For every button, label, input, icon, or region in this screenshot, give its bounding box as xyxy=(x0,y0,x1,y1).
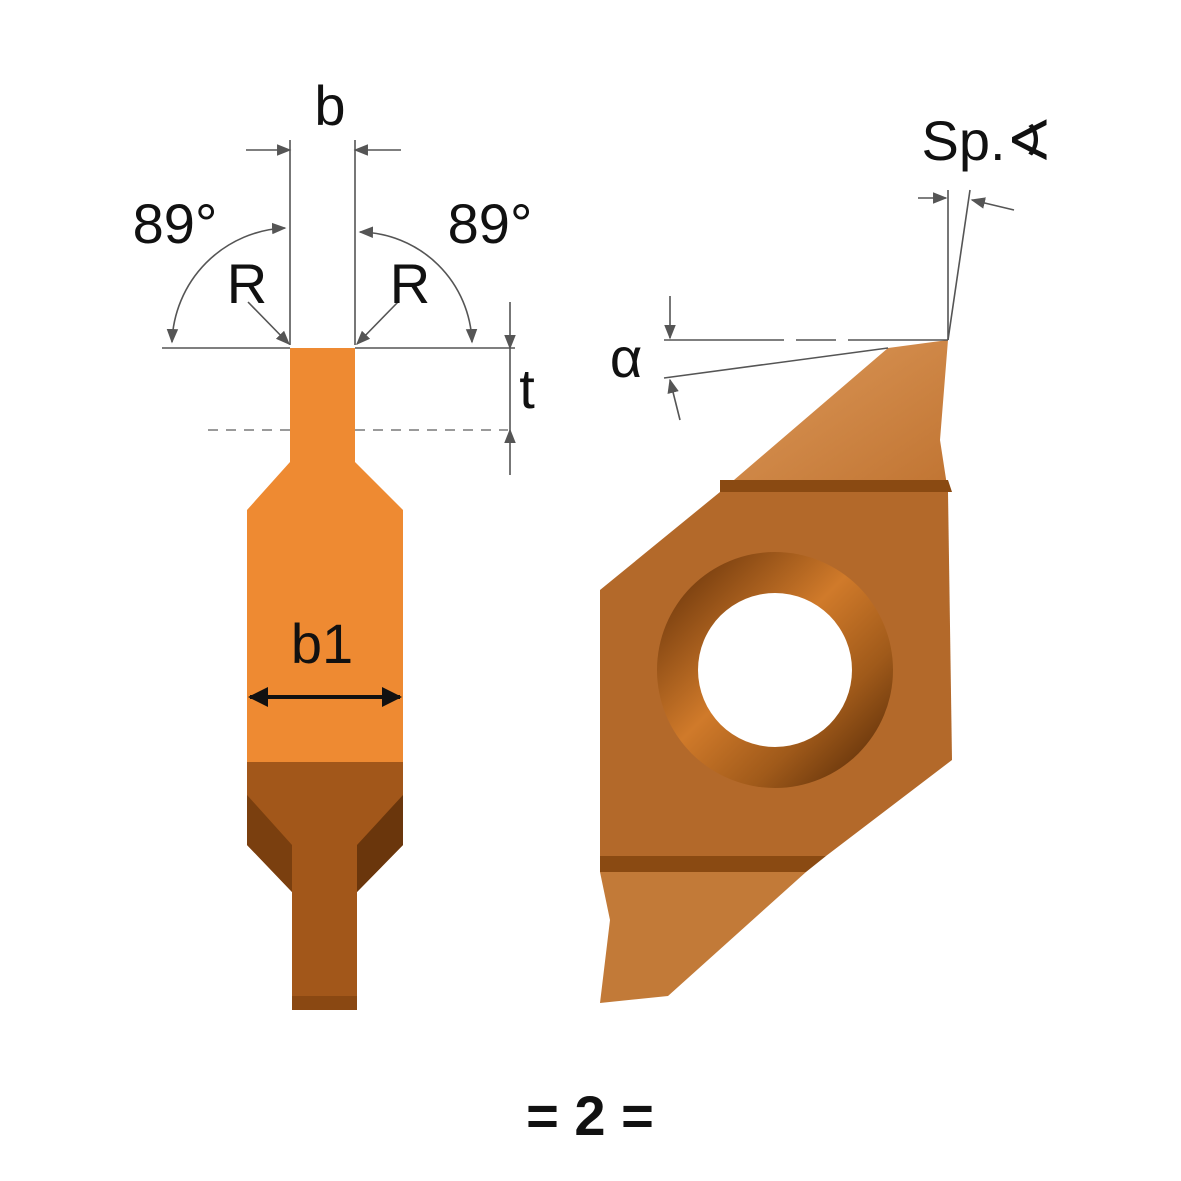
label-clearance: α xyxy=(610,326,642,389)
angle-arc-right xyxy=(358,226,478,344)
radius-leader-right xyxy=(355,301,399,346)
insert-side-top-face xyxy=(720,340,948,492)
side-view: Sp.∢ α xyxy=(600,109,1052,1003)
insert-front-body xyxy=(247,348,403,762)
insert-side-lower-tail xyxy=(600,872,806,1003)
label-chip-angle: Sp.∢ xyxy=(922,109,1053,172)
label-radius-right: R xyxy=(390,252,430,315)
label-b: b xyxy=(314,74,345,137)
footer-label: = 2 = xyxy=(526,1084,654,1147)
insert-front-bevel-right xyxy=(357,795,403,892)
insert-front-lower xyxy=(247,762,403,1010)
insert-side-lower-band xyxy=(600,856,826,872)
bore-hole xyxy=(698,593,852,747)
insert-front-bevel-left xyxy=(247,795,292,892)
label-radius-left: R xyxy=(227,252,267,315)
radius-leader-left xyxy=(247,301,291,346)
insert-side-top-edge xyxy=(720,480,952,492)
chip-angle-arrow-right xyxy=(970,197,1015,211)
clearance-ref-tilted xyxy=(663,347,889,379)
label-b1: b1 xyxy=(291,612,353,675)
chip-angle-ref-tilted xyxy=(947,189,971,341)
label-angle-left: 89° xyxy=(133,192,218,255)
label-angle-right: 89° xyxy=(448,192,533,255)
front-view: b 89° 89° R R t b1 xyxy=(133,74,535,1010)
clearance-arrow-lower xyxy=(667,378,681,421)
insert-front-bottom-edge xyxy=(292,996,357,1010)
label-depth: t xyxy=(519,357,535,420)
angle-arc-left xyxy=(166,222,287,344)
